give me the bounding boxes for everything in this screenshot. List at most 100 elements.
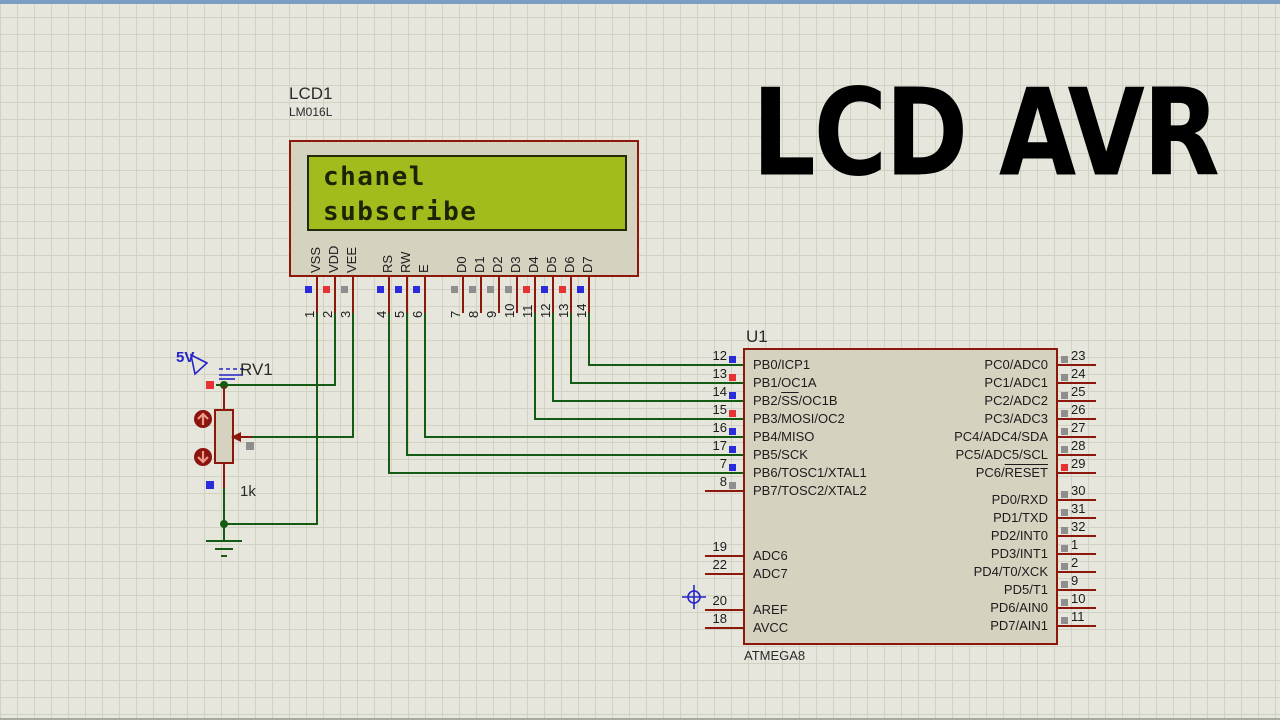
- pot-component[interactable]: [214, 386, 252, 488]
- pin-state-square: [729, 446, 736, 453]
- pin-name: PD0/RXD: [991, 492, 1048, 507]
- pin-number: 13: [712, 366, 727, 381]
- pin-name: PC4/ADC4/SDA: [954, 429, 1048, 444]
- mcu-pin-stub[interactable]: [1058, 535, 1096, 537]
- pin-number: 2: [320, 310, 335, 318]
- wire-vee-wiper[interactable]: [252, 312, 354, 438]
- mcu-pin-stub[interactable]: [705, 490, 743, 492]
- pin-name: PB4/MISO: [753, 429, 815, 444]
- lcd-pin-stub[interactable]: [424, 277, 426, 313]
- pin-name: D4: [526, 256, 541, 273]
- pin-state-square: [729, 356, 736, 363]
- pin-number: 14: [712, 384, 727, 399]
- pin-number: 9: [1071, 573, 1079, 588]
- pin-state-square: [305, 286, 312, 293]
- lcd-pin-stub[interactable]: [498, 277, 500, 313]
- mcu-pin-stub[interactable]: [1058, 625, 1096, 627]
- power-terminal-icon[interactable]: [189, 353, 247, 380]
- pin-state-square: [1061, 545, 1068, 552]
- pin-name: PC3/ADC3: [984, 411, 1048, 426]
- mcu-pin-stub[interactable]: [1058, 382, 1096, 384]
- lcd-pin-stub[interactable]: [406, 277, 408, 313]
- mcu-pin-stub[interactable]: [1058, 571, 1096, 573]
- pin-name: PB5/SCK: [753, 447, 808, 462]
- mcu-pin-stub[interactable]: [1058, 607, 1096, 609]
- mcu-pin-stub[interactable]: [1058, 553, 1096, 555]
- pin-state-square: [1061, 392, 1068, 399]
- pin-number: 2: [1071, 555, 1079, 570]
- lcd-pin-stub[interactable]: [316, 277, 318, 313]
- junction-dot: [220, 520, 228, 528]
- lcd-pin-stub[interactable]: [552, 277, 554, 313]
- lcd-pin-stub[interactable]: [516, 277, 518, 313]
- lcd-pin-stub[interactable]: [534, 277, 536, 313]
- pin-name: AVCC: [753, 620, 789, 635]
- mcu-pin-stub[interactable]: [1058, 400, 1096, 402]
- pin-name: PD6/AIN0: [990, 600, 1048, 615]
- pin-number: 28: [1071, 438, 1086, 453]
- wire-vdd-5v[interactable]: [216, 312, 336, 386]
- lcd-pin-stub[interactable]: [588, 277, 590, 313]
- pin-state-square: [1061, 563, 1068, 570]
- pin-state-square: [487, 286, 494, 293]
- mcu-pin-stub[interactable]: [1058, 499, 1096, 501]
- wire-d6-pb1[interactable]: [570, 312, 743, 384]
- wire-vss-gnd[interactable]: [224, 312, 318, 525]
- pin-name: PB3/MOSI/OC2: [753, 411, 845, 426]
- mcu-pin-stub[interactable]: [1058, 364, 1096, 366]
- wire-e-pb4[interactable]: [424, 312, 743, 438]
- pin-number: 30: [1071, 483, 1086, 498]
- mcu-pin-stub[interactable]: [1058, 517, 1096, 519]
- mcu-pin-stub[interactable]: [1058, 436, 1096, 438]
- lcd-ref-label: LCD1: [289, 84, 333, 103]
- pin-number: 10: [502, 303, 517, 318]
- mcu-pin-stub[interactable]: [705, 627, 743, 629]
- window-top-bar: [0, 0, 1280, 4]
- pin-state-square: [729, 374, 736, 381]
- pin-name: PB6/TOSC1/XTAL1: [753, 465, 867, 480]
- origin-marker-icon: [682, 585, 706, 609]
- mcu-pin-stub[interactable]: [1058, 418, 1096, 420]
- pot-increase-button[interactable]: [194, 410, 212, 428]
- pin-state-square: [1061, 509, 1068, 516]
- pin-state-square: [523, 286, 530, 293]
- wire-rs-pb6[interactable]: [388, 312, 743, 474]
- wire-d4-pb3[interactable]: [534, 312, 743, 420]
- lcd-screen: chanel subscribe: [307, 155, 627, 231]
- mcu-pin-stub[interactable]: [705, 573, 743, 575]
- pin-state-square: [729, 464, 736, 471]
- pin-name: VSS: [308, 246, 323, 273]
- pin-name: E: [416, 264, 431, 273]
- wire-d7-pb0[interactable]: [588, 312, 743, 366]
- pin-name: PB2/SS/OC1B: [753, 393, 838, 408]
- mcu-pin-stub[interactable]: [1058, 589, 1096, 591]
- wire-rw-pb5[interactable]: [406, 312, 743, 456]
- pin-number: 1: [302, 310, 317, 318]
- mcu-component[interactable]: [743, 348, 1058, 645]
- pin-number: 23: [1071, 348, 1086, 363]
- lcd-pin-stub[interactable]: [388, 277, 390, 313]
- pin-state-square: [1061, 599, 1068, 606]
- pin-state-square: [323, 286, 330, 293]
- pot-value-label: 1k: [240, 483, 256, 500]
- pot-supply-label: 5V: [176, 349, 195, 366]
- pin-state-square: [451, 286, 458, 293]
- pin-state-square: [413, 286, 420, 293]
- pin-state-square: [541, 286, 548, 293]
- lcd-pin-stub[interactable]: [570, 277, 572, 313]
- lcd-pin-stub[interactable]: [480, 277, 482, 313]
- lcd-pin-stub[interactable]: [462, 277, 464, 313]
- wire-d5-pb2[interactable]: [552, 312, 743, 402]
- mcu-pin-stub[interactable]: [1058, 454, 1096, 456]
- lcd-pin-stub[interactable]: [334, 277, 336, 313]
- pin-number: 27: [1071, 420, 1086, 435]
- lcd-pin-stub[interactable]: [352, 277, 354, 313]
- mcu-pin-stub[interactable]: [705, 609, 743, 611]
- pin-number: 8: [466, 310, 481, 318]
- mcu-pin-stub[interactable]: [1058, 472, 1096, 474]
- mcu-pin-stub[interactable]: [705, 555, 743, 557]
- pot-decrease-button[interactable]: [194, 448, 212, 466]
- pin-number: 18: [712, 611, 727, 626]
